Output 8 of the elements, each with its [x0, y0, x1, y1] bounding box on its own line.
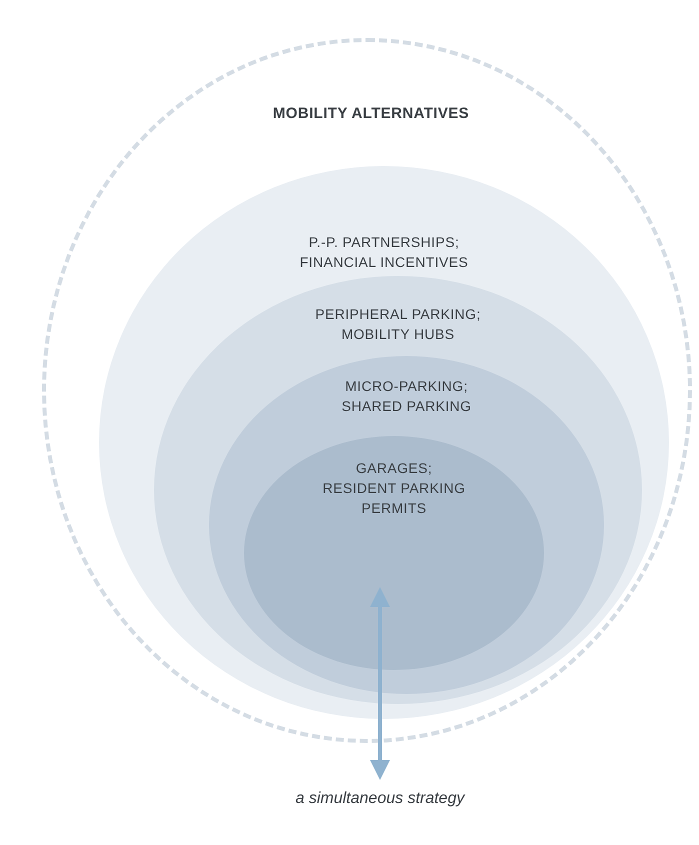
ring-label: GARAGES; RESIDENT PARKING PERMITS	[322, 459, 466, 518]
ring-label: MOBILITY ALTERNATIVES	[272, 104, 470, 124]
caption-text: a simultaneous strategy	[270, 790, 490, 808]
ring-label: PERIPHERAL PARKING; MOBILITY HUBS	[314, 305, 482, 344]
ring-label: MICRO-PARKING; SHARED PARKING	[340, 377, 472, 416]
dashed-circle	[42, 38, 692, 743]
ring-label: P.-P. PARTNERSHIPS; FINANCIAL INCENTIVES	[298, 233, 470, 272]
double-arrow	[370, 587, 390, 780]
